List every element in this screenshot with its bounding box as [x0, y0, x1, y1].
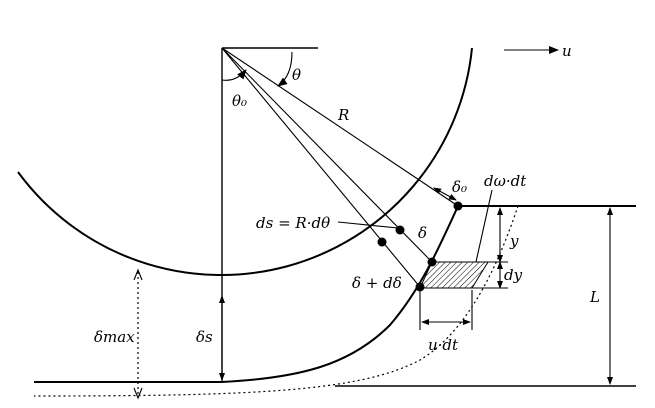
point-delta0	[453, 201, 463, 211]
delta-s-label: δs	[196, 328, 213, 346]
delta-plus-d-delta-label: δ + dδ	[352, 274, 402, 292]
theta-arc	[277, 51, 293, 87]
point-ds-upper	[395, 225, 405, 235]
R-label: R	[337, 106, 349, 124]
delta-max-label: δmax	[94, 328, 135, 346]
theta-label: θ	[292, 66, 301, 84]
delta0-label: δ₀	[452, 178, 467, 196]
u-dt-label: u·dt	[428, 336, 459, 354]
u-label: u	[562, 42, 572, 60]
y-label: y	[509, 232, 519, 250]
ds-leader	[337, 221, 399, 229]
dy-label: dy	[504, 266, 523, 284]
theta0-arc	[221, 69, 247, 81]
point-delta-d-delta	[415, 282, 425, 292]
roll-arc	[17, 47, 473, 277]
delta-max-arrow-top	[133, 268, 143, 281]
sheet-surface-curve	[34, 205, 459, 383]
point-ds-lower	[377, 237, 387, 247]
L-label: L	[589, 288, 600, 306]
dotted-curve	[33, 205, 519, 397]
radius-line-delta	[221, 47, 433, 263]
radius-line-delta-d-delta	[221, 47, 421, 288]
d-omega-dt-label: dω·dt	[484, 172, 527, 190]
point-delta	[427, 257, 437, 267]
delta-max-arrow-bottom	[133, 387, 143, 400]
ds-equation-label: ds = R·dθ	[256, 214, 330, 232]
d-omega-leader	[475, 189, 493, 263]
hatched-element	[419, 261, 489, 289]
theta0-label: θ₀	[232, 92, 247, 110]
radius-R-line	[221, 47, 459, 207]
delta-label: δ	[418, 224, 427, 242]
delta0-dimension-line	[433, 187, 457, 201]
